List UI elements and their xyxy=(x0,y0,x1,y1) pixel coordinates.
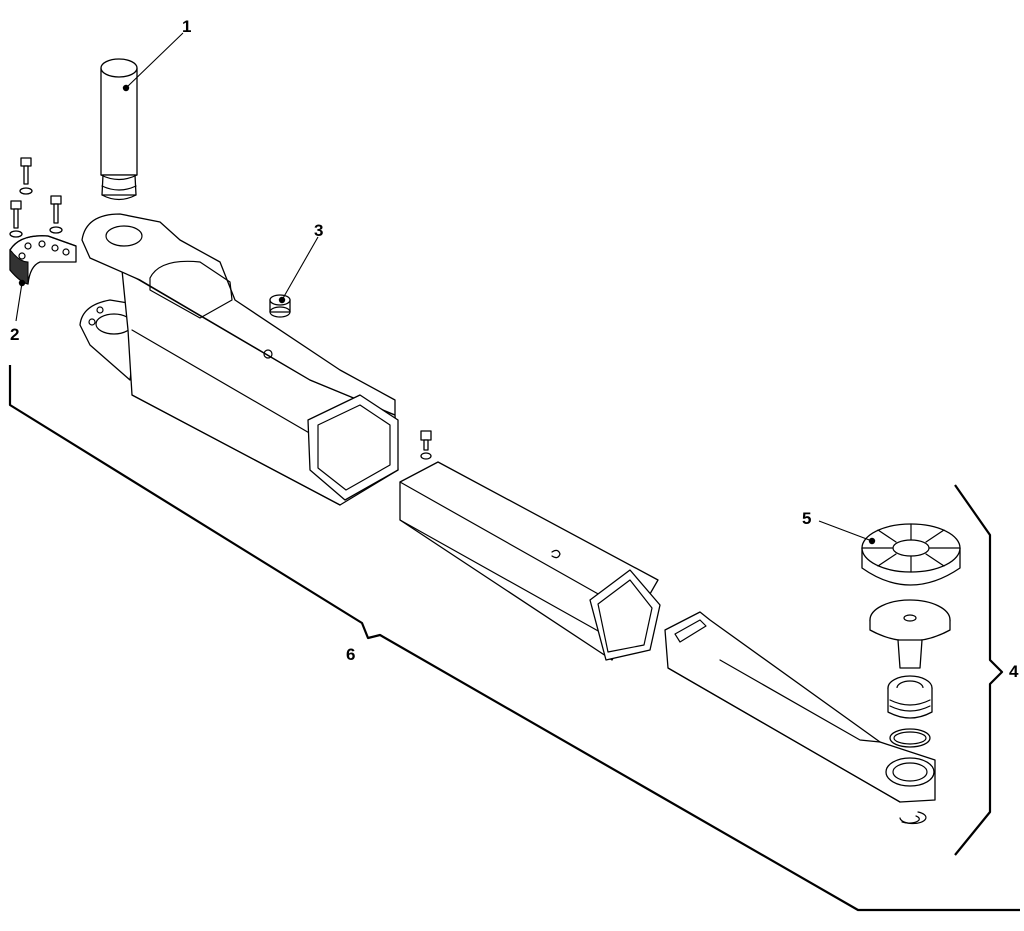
leader-dot-3 xyxy=(278,296,286,304)
leader-dot-5 xyxy=(868,537,876,545)
callout-6: 6 xyxy=(346,645,355,664)
pivot-pin xyxy=(100,58,138,201)
bolts-group xyxy=(9,157,63,238)
leader-line-2 xyxy=(15,282,23,322)
callout-5: 5 xyxy=(802,509,811,528)
pad-holder xyxy=(869,599,951,669)
lift-pad xyxy=(861,523,961,586)
threaded-adapter xyxy=(887,675,933,719)
callout-3: 3 xyxy=(314,221,323,240)
screw-and-nut xyxy=(420,430,432,460)
bolt xyxy=(49,195,63,234)
o-ring xyxy=(889,728,931,748)
callout-4: 4 xyxy=(1009,662,1019,681)
inner-extension-arm xyxy=(664,611,936,803)
snap-ring xyxy=(899,811,927,825)
callout-1: 1 xyxy=(182,17,191,36)
leader-line-3 xyxy=(281,236,319,301)
callout-2: 2 xyxy=(10,325,19,344)
leader-dot-1 xyxy=(122,84,130,92)
leader-line-1 xyxy=(125,32,184,89)
leader-dot-2 xyxy=(18,279,26,287)
middle-extension-arm xyxy=(399,461,661,661)
main-arm xyxy=(79,213,399,506)
bolt xyxy=(9,200,23,238)
assembly-bracket-4 xyxy=(954,484,1004,856)
leader-line-5 xyxy=(818,520,873,542)
assembly-bracket-6 xyxy=(8,365,1020,912)
bolt xyxy=(19,157,33,195)
gear-segment xyxy=(9,235,77,285)
